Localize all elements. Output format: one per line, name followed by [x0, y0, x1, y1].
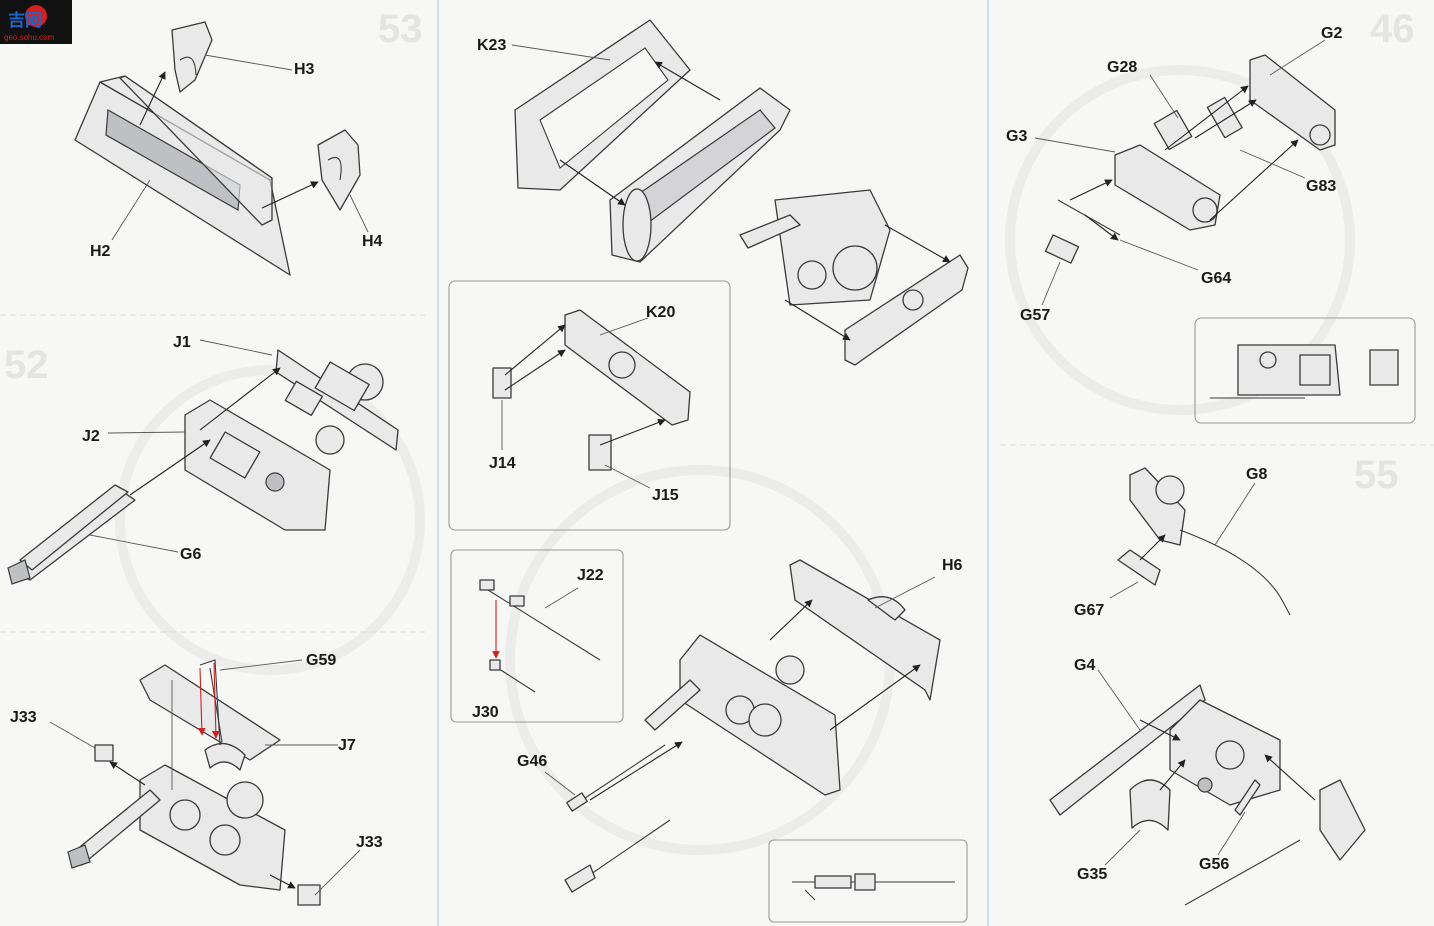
part-label-g2: G2: [1321, 25, 1342, 42]
assembly-breech-j7: [49, 659, 361, 906]
assembly-j22: [479, 579, 601, 693]
part-label-j1: J1: [173, 334, 191, 351]
watermark-logo: 吉网 geo.sohu.com: [0, 0, 72, 44]
part-label-k20: K20: [646, 304, 675, 321]
part-label-g64: G64: [1201, 270, 1231, 287]
assembly-g4: [1049, 669, 1366, 906]
step-number: 46: [1370, 7, 1415, 51]
assembly-h2-mantlet: [74, 21, 369, 276]
inset-box-j22: [450, 549, 624, 723]
watermark-text: 吉网: [8, 11, 42, 30]
step-number: 55: [1354, 453, 1399, 497]
assembly-completed-gun: [792, 873, 955, 901]
part-label-g67: G67: [1074, 602, 1104, 619]
part-label-g46: G46: [517, 753, 547, 770]
assembly-breech-j1: [7, 339, 399, 585]
part-label-h3: H3: [294, 61, 315, 78]
part-label-g28: G28: [1107, 59, 1137, 76]
part-label-j2: J2: [82, 428, 100, 445]
part-label-g59: G59: [306, 652, 336, 669]
assembly-h6: [544, 559, 941, 893]
part-label-k23: K23: [477, 37, 506, 54]
part-label-g35: G35: [1077, 866, 1107, 883]
inset-box-g3: [1194, 317, 1416, 424]
part-label-g4: G4: [1074, 657, 1095, 674]
assembly-k20: [492, 309, 691, 489]
part-label-j15: J15: [652, 487, 679, 504]
part-label-h2: H2: [90, 243, 111, 260]
part-label-j30: J30: [472, 704, 499, 721]
step-number: 52: [4, 343, 49, 387]
part-label-j7: J7: [338, 737, 356, 754]
part-label-g56: G56: [1199, 856, 1229, 873]
assembly-g2-g3: [1034, 39, 1336, 306]
inset-box-completed: [768, 839, 968, 923]
part-label-g83: G83: [1306, 178, 1336, 195]
part-label-h4: H4: [362, 233, 383, 250]
part-label-j33: J33: [10, 709, 37, 726]
part-label-g3: G3: [1006, 128, 1027, 145]
part-label-j22: J22: [577, 567, 604, 584]
part-label-g8: G8: [1246, 466, 1267, 483]
inset-box-k20: [448, 280, 731, 531]
part-label-h6: H6: [942, 557, 963, 574]
step-number: 53: [378, 7, 423, 51]
assembly-g8: [1109, 467, 1291, 616]
part-label-j33: J33: [356, 834, 383, 851]
part-label-g6: G6: [180, 546, 201, 563]
assembly-k23-housing: [511, 19, 969, 366]
part-label-g57: G57: [1020, 307, 1050, 324]
watermark-url: geo.sohu.com: [4, 33, 55, 42]
part-label-j14: J14: [489, 455, 516, 472]
assembly-g3-completed: [1210, 344, 1399, 399]
